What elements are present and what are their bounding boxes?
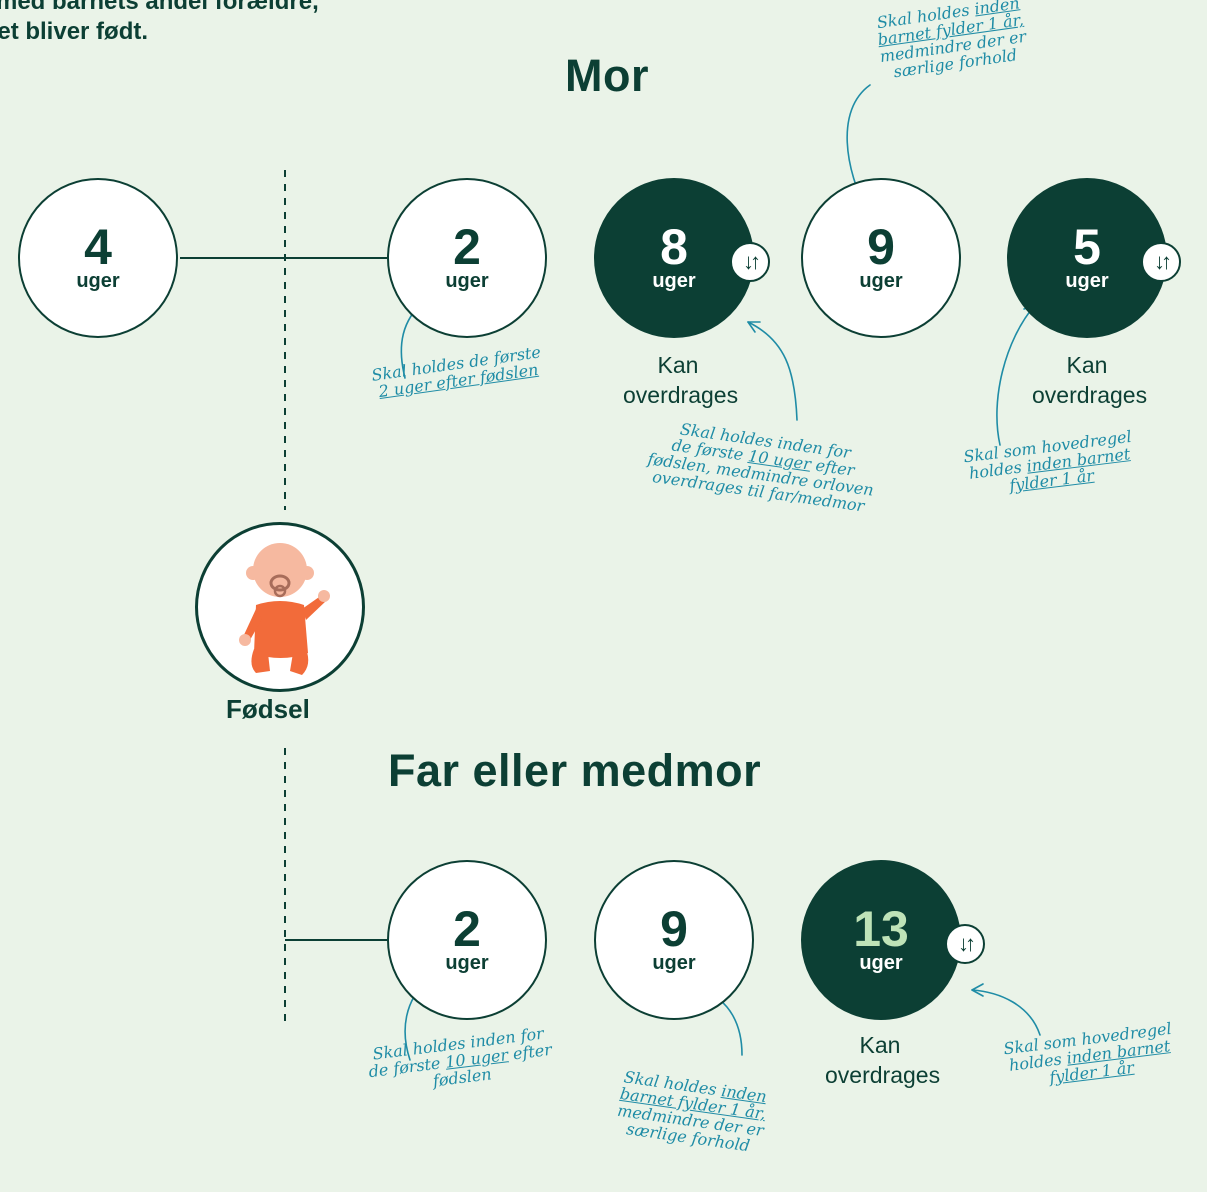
transferable-label: Kan overdrages — [987, 350, 1187, 410]
period-unit: uger — [859, 952, 903, 974]
mother-period-5-circle: 5 uger — [1007, 178, 1167, 338]
swap-arrows-icon: ↓↑ — [945, 924, 985, 964]
intro-line-2: arnet bliver født. — [0, 18, 149, 45]
baby-icon — [239, 543, 330, 675]
mother-period-9-circle: 9 uger — [801, 178, 961, 338]
period-number: 9 — [660, 901, 688, 957]
partner-period-9-circle: 9 uger — [594, 860, 754, 1020]
period-unit: uger — [445, 270, 489, 292]
arrow-eight-weeks — [747, 321, 798, 421]
partner-period-2-circle: 2 uger — [387, 860, 547, 1020]
arrow-partner-thirteen — [971, 989, 1041, 1036]
period-unit: uger — [859, 270, 903, 292]
mother-title: Mor — [565, 50, 649, 101]
birth-circle — [195, 522, 365, 692]
period-unit: uger — [76, 270, 120, 292]
period-number: 2 — [453, 901, 481, 957]
period-unit: uger — [445, 952, 489, 974]
period-number: 5 — [1073, 219, 1101, 275]
mother-prebirth-circle: 4 uger — [18, 178, 178, 338]
period-unit: uger — [652, 270, 696, 292]
arrow-eight-weeks-head — [747, 321, 761, 333]
period-number: 13 — [853, 901, 909, 957]
intro-line-1: on med barnets andel forældre, — [0, 0, 319, 15]
period-number: 4 — [84, 219, 112, 275]
transferable-label: Kan overdrages — [578, 350, 778, 410]
transferable-label: Kan overdrages — [780, 1030, 980, 1090]
period-unit: uger — [652, 952, 696, 974]
partner-period-13-circle: 13 uger — [801, 860, 961, 1020]
mother-period-8-circle: 8 uger — [594, 178, 754, 338]
transferable-label-text: Kan overdrages — [825, 1032, 941, 1088]
mother-period-2-circle: 2 uger — [387, 178, 547, 338]
partner-title: Far eller medmor — [388, 745, 762, 796]
period-unit: uger — [1065, 270, 1109, 292]
arrow-five-weeks — [996, 304, 1036, 446]
swap-arrows-icon: ↓↑ — [1141, 242, 1181, 282]
arrow-partner-thirteen-head — [971, 983, 984, 997]
birth-label: Fødsel — [226, 694, 310, 724]
swap-arrows-icon: ↓↑ — [730, 242, 770, 282]
transferable-label-text: Kan overdrages — [623, 352, 739, 408]
transferable-label-text: Kan overdrages — [1032, 352, 1148, 408]
period-number: 9 — [867, 219, 895, 275]
period-number: 8 — [660, 219, 688, 275]
period-number: 2 — [453, 219, 481, 275]
